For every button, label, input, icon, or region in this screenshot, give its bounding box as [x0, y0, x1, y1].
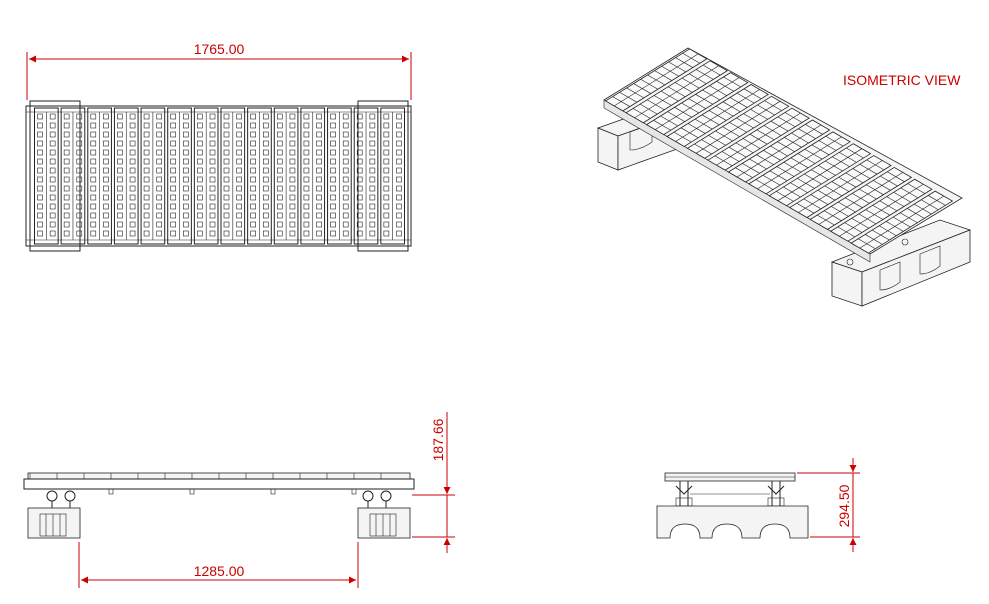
plan-slat [220, 107, 246, 245]
iso-slat [829, 178, 933, 242]
end-view: 294.50 [656, 458, 860, 552]
side-clip [351, 488, 357, 495]
isometric-view-label: ISOMETRIC VIEW [843, 72, 961, 88]
iso-slat [748, 131, 851, 195]
left-support-plan [29, 100, 81, 252]
end-pedestals [675, 481, 785, 507]
plan-slat [34, 107, 59, 245]
plan-slat [60, 107, 86, 245]
top-view: 1765.00 [25, 41, 412, 252]
plan-slat [140, 107, 166, 245]
end-support-block [656, 505, 809, 539]
plan-slat [327, 107, 352, 245]
iso-slat [809, 166, 913, 230]
side-support-right [357, 507, 411, 539]
iso-slat [625, 60, 729, 124]
iso-slat [850, 190, 954, 254]
plan-slat [273, 107, 299, 245]
side-deck [23, 478, 415, 490]
support-spacing-dimension: 1285.00 [78, 542, 359, 588]
iso-slat [727, 119, 831, 183]
side-support-left [27, 507, 81, 539]
plan-slat [87, 107, 112, 245]
side-clip [189, 488, 195, 495]
plan-slat [380, 107, 406, 245]
plan-slat [167, 107, 192, 245]
plan-slat [247, 107, 272, 245]
plan-slat [113, 107, 139, 245]
side-clip [108, 488, 114, 495]
top-view-overall-dimension: 1765.00 [26, 41, 412, 100]
iso-slat [707, 107, 810, 171]
iso-slat [789, 155, 892, 218]
side-view: 187.66 1285.00 [23, 412, 455, 588]
iso-slat [666, 84, 769, 147]
iso-slat [645, 72, 749, 136]
deck-height-label: 187.66 [430, 418, 446, 461]
side-pedestals [46, 490, 392, 508]
iso-slats [604, 48, 954, 254]
end-height-dimension: 294.50 [797, 458, 860, 552]
iso-slat [686, 95, 790, 159]
support-spacing-label: 1285.00 [194, 563, 245, 579]
total-height-label: 294.50 [836, 484, 852, 527]
overall-length-label: 1765.00 [194, 41, 245, 57]
plan-slat [193, 107, 219, 245]
iso-slat [768, 143, 872, 207]
plan-slats [34, 107, 406, 245]
side-clip [270, 488, 276, 495]
iso-slat [604, 48, 708, 112]
right-support-plan [357, 100, 409, 252]
side-teeth [29, 473, 382, 495]
plan-slat [353, 107, 379, 245]
side-height-dimension: 187.66 [412, 412, 455, 553]
plan-slat [300, 107, 326, 245]
isometric-view: ISOMETRIC VIEW [596, 47, 972, 307]
